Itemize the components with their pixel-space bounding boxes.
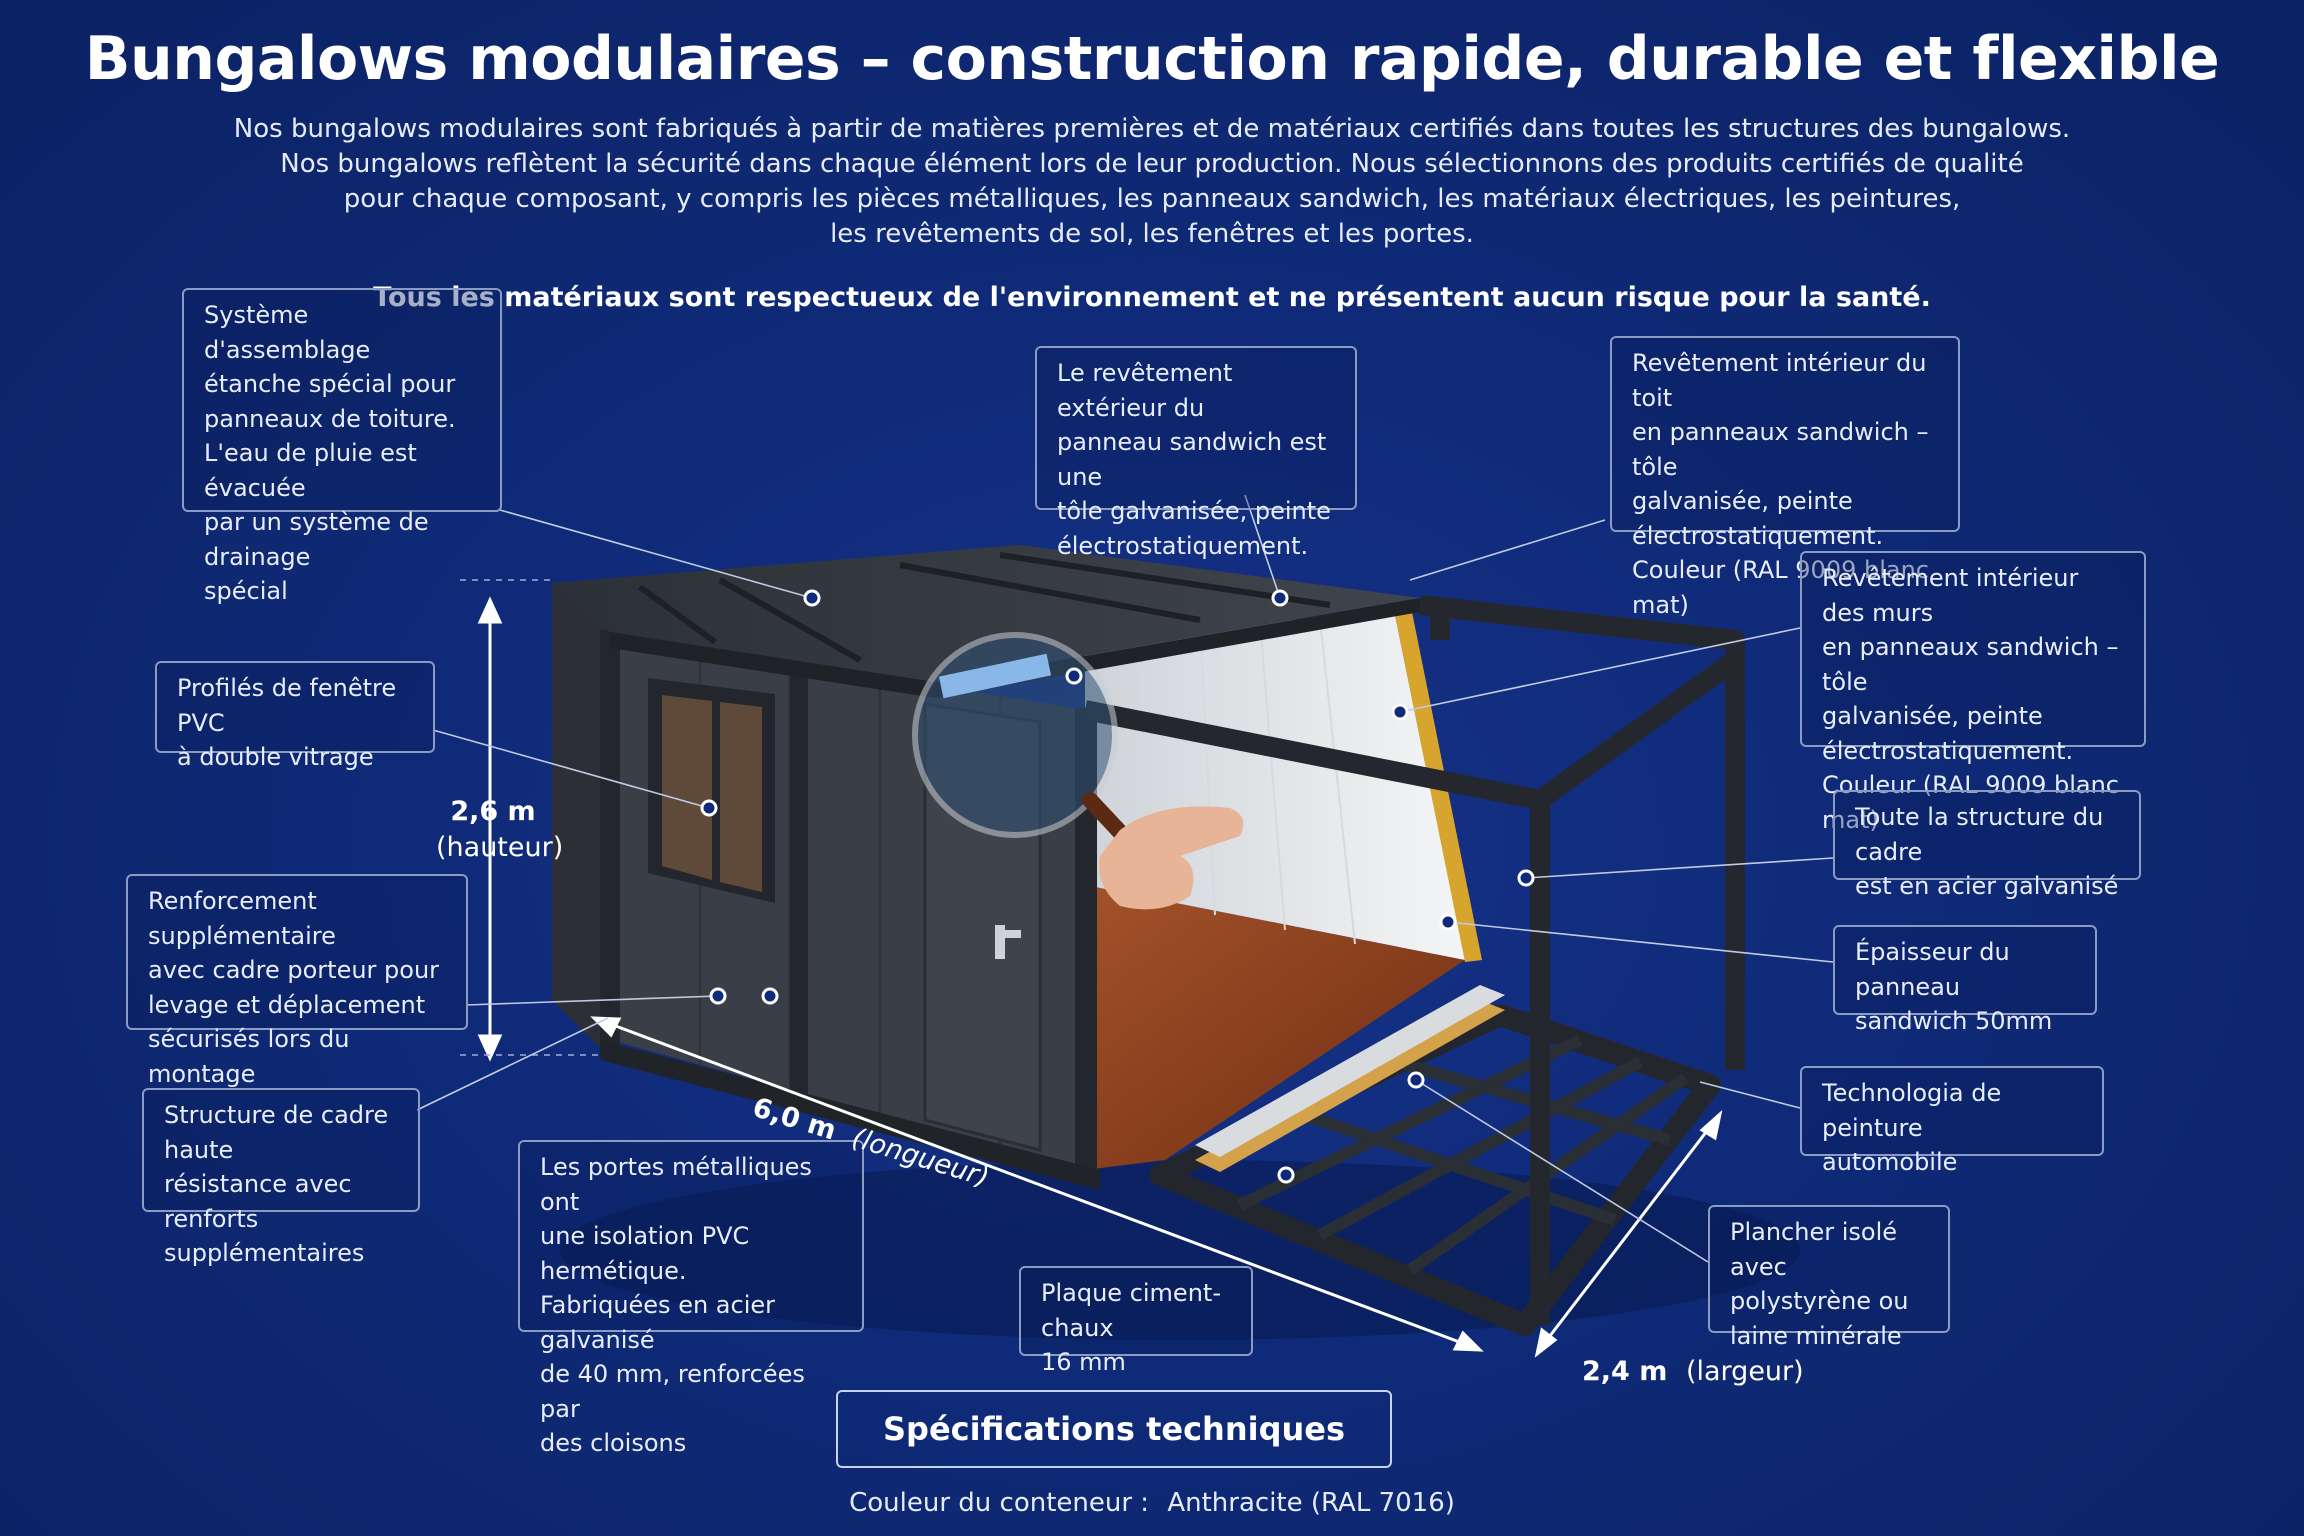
insulation-layer <box>1195 1000 1505 1172</box>
container-color-label: Couleur du conteneur : <box>849 1488 1150 1518</box>
wood-floor <box>1085 885 1465 1170</box>
callout-doors: Les portes métalliques ont une isolation… <box>518 1140 864 1457</box>
roof-edge <box>610 598 1420 698</box>
cement-board <box>1195 985 1505 1157</box>
callout-wall-interior: Revêtement intérieur des murs en panneau… <box>1800 551 2146 834</box>
height-value: 2,6 m <box>450 796 536 827</box>
width-dimension: 2,4 m (largeur) <box>1582 1356 1804 1387</box>
callout-panel-thickness: Épaisseur du panneau sandwich 50mm <box>1833 925 2097 1035</box>
intro-line: les revêtements de sol, les fenêtres et … <box>830 219 1474 249</box>
container-color-value: Anthracite (RAL 7016) <box>1167 1488 1455 1518</box>
roof <box>552 545 1420 682</box>
container-left-end <box>552 583 610 1048</box>
callout-reinforcement: Renforcement supplémentaire avec cadre p… <box>126 874 468 1088</box>
roof-ribs <box>638 552 1331 663</box>
specs-button[interactable]: Spécifications techniques <box>836 1390 1392 1468</box>
intro-line: Nos bungalows reflètent la sécurité dans… <box>280 149 2024 179</box>
callout-cement-board: Plaque ciment-chaux 16 mm <box>1019 1266 1253 1376</box>
page-title: Bungalows modulaires – construction rapi… <box>84 24 2220 94</box>
width-label: (largeur) <box>1685 1356 1804 1387</box>
dimension-guides <box>460 579 600 1056</box>
callout-high-strength-frame: Structure de cadre haute résistance avec… <box>142 1088 420 1267</box>
height-dimension: 2,6 m <box>438 796 548 827</box>
window <box>648 678 775 903</box>
magnifier <box>912 632 1244 910</box>
tagline: Tous les matériaux sont respectueux de l… <box>373 282 1931 313</box>
height-dimension-label: (hauteur) <box>436 832 564 863</box>
callout-window: Profilés de fenêtre PVC à double vitrage <box>155 661 435 771</box>
callout-insulated-floor: Plancher isolé avec polystyrène ou laine… <box>1708 1205 1950 1350</box>
intro-paragraph: Nos bungalows modulaires sont fabriqués … <box>230 112 2074 252</box>
callout-paint: Technologia de peinture automobile <box>1800 1066 2104 1176</box>
container-color-line: Couleur du conteneur : Anthracite (RAL 7… <box>0 1488 2304 1518</box>
open-frame <box>1083 595 1745 1325</box>
marker-dots <box>700 589 1535 1184</box>
callout-roof-interior: Revêtement intérieur du toit en panneaux… <box>1610 336 1960 619</box>
callout-frame-galvanized: Toute la structure du cadre est en acier… <box>1833 790 2141 900</box>
frame-posts <box>600 628 1097 1178</box>
callout-roof-assembly: Système d'assemblage étanche spécial pou… <box>182 288 502 605</box>
callout-exterior-coating: Le revêtement extérieur du panneau sandw… <box>1035 346 1357 560</box>
intro-line: Nos bungalows modulaires sont fabriqués … <box>233 114 2071 144</box>
ground-shadow <box>560 1160 1800 1340</box>
width-value: 2,4 m <box>1582 1356 1668 1387</box>
intro-line: pour chaque composant, y compris les piè… <box>343 184 1961 214</box>
dimension-lines <box>477 596 1723 1358</box>
leader-lines <box>416 494 1834 1263</box>
